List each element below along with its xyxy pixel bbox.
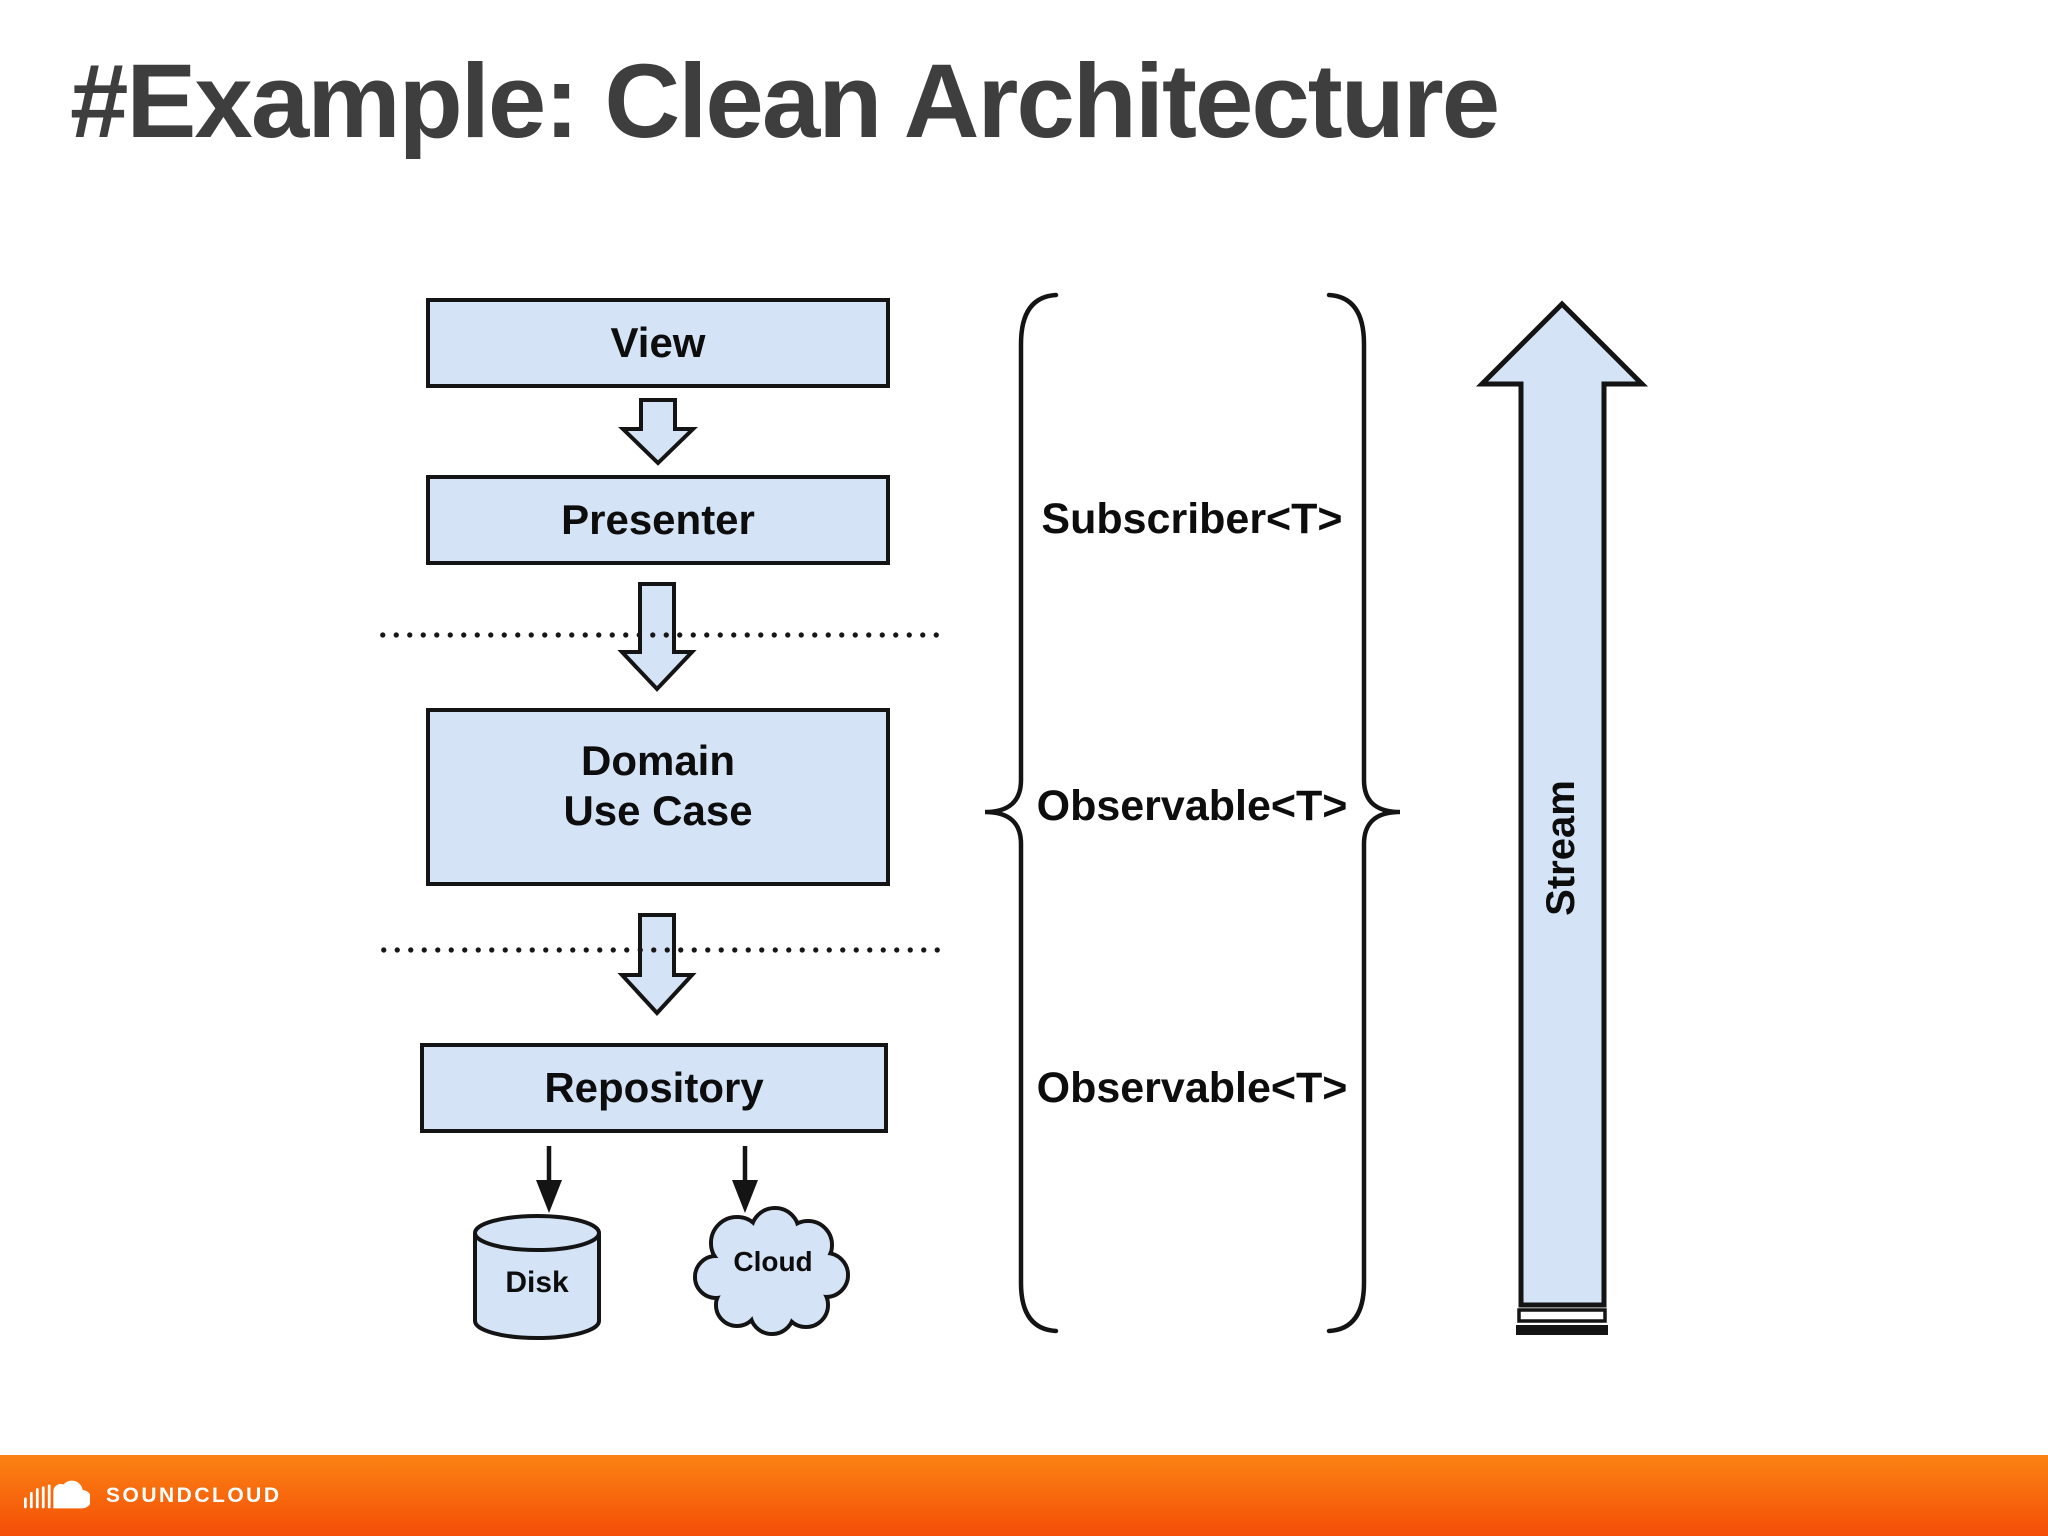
stream-label: Stream: [1538, 780, 1583, 916]
arrowhead-icon-to-disk: [536, 1180, 562, 1213]
node-domain-label-line2: Use Case: [563, 787, 753, 834]
annotation-observable-2: Observable<T>: [1036, 1063, 1348, 1112]
node-domain-label-line1: Domain: [580, 737, 735, 785]
node-presenter-label: Presenter: [561, 496, 755, 543]
node-domain-use-case: Domain Use Case: [426, 708, 890, 886]
node-view: View: [426, 298, 890, 388]
down-arrow-icon-view-to-presenter: [618, 398, 698, 466]
layer-boundary-dotted-line-2: [377, 947, 940, 953]
disk-label: Disk: [505, 1266, 569, 1299]
node-repository-label: Repository: [544, 1064, 764, 1111]
cloud-icon: [693, 1206, 850, 1336]
layer-boundary-dotted-line-1: [376, 632, 940, 638]
annotation-observable-1: Observable<T>: [1036, 781, 1348, 830]
cloud-label: Cloud: [733, 1246, 813, 1277]
node-repository: Repository: [420, 1043, 888, 1133]
soundcloud-logo-icon: [24, 1480, 90, 1509]
arrowhead-icon-to-cloud: [732, 1180, 758, 1213]
node-presenter: Presenter: [426, 475, 890, 565]
down-arrow-icon-domain-to-repository: [617, 913, 697, 1016]
left-brace: [984, 292, 1059, 1334]
stream-up-arrow-icon: [1475, 300, 1649, 1335]
footer-brand-text: SOUNDCLOUD: [106, 1483, 282, 1507]
annotation-subscriber: Subscriber<T>: [1041, 494, 1343, 543]
node-view-label: View: [610, 319, 706, 366]
disk-cylinder-icon: [473, 1214, 601, 1340]
footer-brand-bar: SOUNDCLOUD: [0, 1455, 2048, 1536]
right-brace: [1326, 292, 1401, 1334]
slide-title: #Example: Clean Architecture: [70, 43, 1500, 160]
